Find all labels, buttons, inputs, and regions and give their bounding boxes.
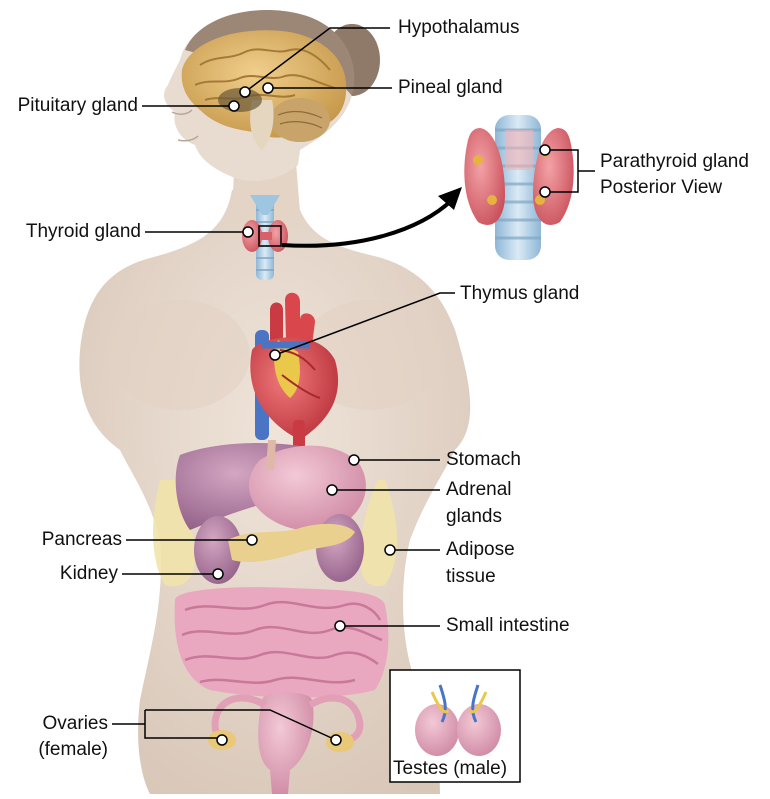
label-parathyroid-gland: Parathyroid gland: [600, 151, 749, 172]
dot-small-intestine: [334, 620, 346, 632]
dot-pineal: [262, 82, 274, 94]
uterus-ovaries: [208, 692, 364, 794]
parathyroid-inset: [464, 115, 574, 260]
dot-adipose: [384, 544, 396, 556]
label-kidney: Kidney: [59, 563, 118, 584]
small-intestine: [174, 587, 389, 698]
label-posterior-view: Posterior View: [600, 177, 723, 198]
label-adipose: Adipose: [446, 539, 515, 560]
testes-inset: [389, 669, 521, 783]
dot-pancreas: [246, 534, 258, 546]
dot-ovary-left: [216, 734, 228, 746]
dot-stomach: [348, 454, 360, 466]
label-thyroid-gland: Thyroid gland: [25, 221, 141, 242]
pointer-dots: [212, 82, 551, 746]
dot-parathyroid-top: [539, 144, 551, 156]
label-ovaries: Ovaries: [42, 713, 108, 734]
dot-thymus: [269, 349, 281, 361]
leader-ovaries-bracket: [144, 710, 220, 739]
dot-thyroid: [242, 226, 254, 238]
zoom-arrow: [281, 198, 454, 248]
thyroid-zoom-box: [258, 225, 282, 247]
label-adrenal: Adrenal: [446, 479, 512, 500]
label-glands: glands: [446, 506, 502, 527]
dot-hypothalamus: [239, 86, 251, 98]
zoom-arrow-head: [438, 187, 462, 210]
abdominal-organs: [153, 440, 398, 587]
label-pineal-gland: Pineal gland: [398, 77, 503, 98]
dot-ovary-right: [330, 734, 342, 746]
leader-ovaries-top: [145, 709, 337, 741]
leader-thymus: [274, 292, 455, 356]
leader-lines: [112, 27, 595, 741]
label-stomach: Stomach: [446, 449, 521, 470]
dot-kidney: [212, 568, 224, 580]
label-pituitary-gland: Pituitary gland: [17, 95, 138, 116]
label-female: (female): [38, 739, 108, 760]
label-hypothalamus: Hypothalamus: [398, 17, 520, 38]
label-thymus-gland: Thymus gland: [460, 283, 580, 304]
dot-parathyroid-bottom: [539, 186, 551, 198]
label-tissue: tissue: [446, 566, 496, 587]
dot-adrenal: [326, 484, 338, 496]
leader-hypothalamus: [244, 27, 390, 93]
label-small-intestine: Small intestine: [446, 615, 570, 636]
heart: [250, 292, 339, 450]
label-testes-male: Testes (male): [393, 758, 508, 779]
label-pancreas: Pancreas: [41, 529, 122, 550]
dot-pituitary: [228, 100, 240, 112]
